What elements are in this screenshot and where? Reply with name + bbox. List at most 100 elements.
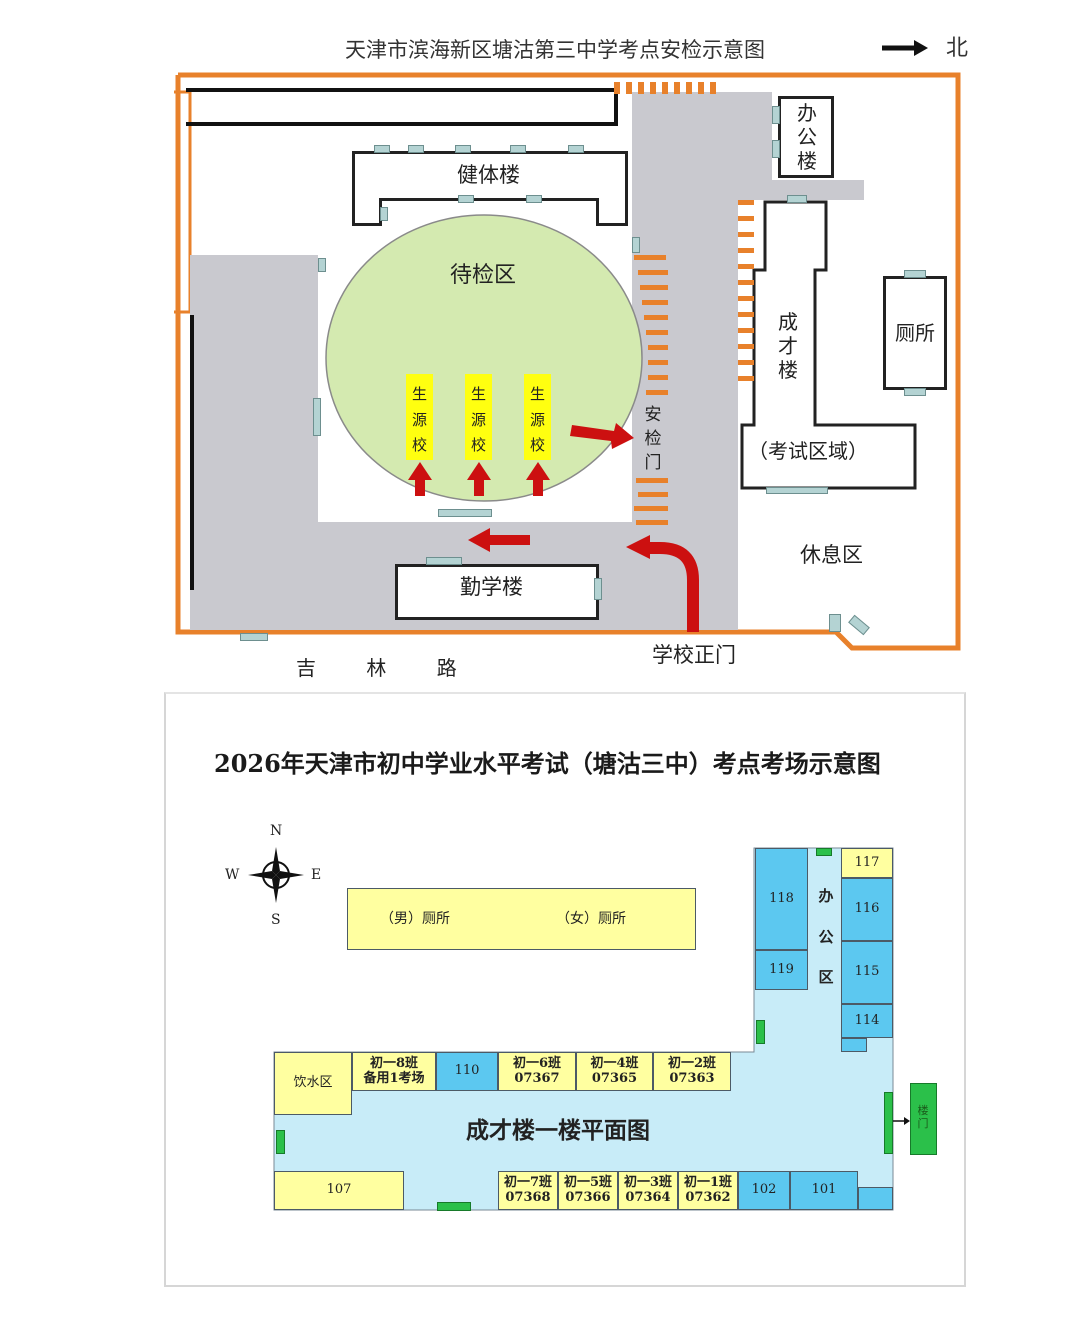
entrance-arrow-icon	[893, 1117, 910, 1125]
toilet-window-1	[904, 270, 926, 278]
court-window-2	[313, 398, 321, 436]
compass-s: S	[271, 912, 281, 928]
source-school-marker-2	[465, 374, 492, 460]
source-school-label-2: 生源校	[470, 385, 486, 454]
compass-n: N	[270, 823, 283, 839]
road-label: 吉 林 路	[296, 656, 479, 680]
office-window-1	[772, 106, 780, 124]
gym-window-7	[458, 195, 474, 203]
site-map: 天津市滨海新区塘沽第三中学考点安检示意图 北 健体楼	[174, 36, 969, 680]
office-door	[816, 848, 832, 856]
chengcai-building	[740, 200, 917, 490]
flow-arrows	[408, 423, 699, 632]
track-line-1	[186, 88, 618, 92]
chengcai-window-1	[787, 195, 807, 203]
gym-window-1	[374, 145, 390, 153]
road-office	[738, 180, 864, 200]
room-101[interactable]: 101	[790, 1171, 858, 1210]
track-line-2	[186, 122, 618, 126]
wall-window-1	[240, 633, 268, 641]
room-107[interactable]: 107	[274, 1171, 404, 1210]
room-115[interactable]: 115	[841, 941, 893, 1004]
compass-icon	[248, 847, 304, 903]
security-gate-label: 安检门	[644, 405, 662, 473]
gym-label: 健体楼	[457, 163, 520, 187]
gym-window-8	[526, 195, 542, 203]
top-gate-stripes	[614, 82, 716, 94]
entrance-label: 楼门	[917, 1104, 929, 1131]
room-114-annex	[841, 1038, 867, 1052]
main-gate-label: 学校正门	[652, 643, 736, 667]
toilet-male-label: （男）厕所	[380, 911, 450, 927]
waiting-area-label: 待检区	[450, 263, 517, 288]
source-school-label-1: 生源校	[411, 385, 427, 454]
room-119[interactable]: 119	[755, 950, 808, 990]
gym-window-3	[455, 145, 471, 153]
site-map-title: 天津市滨海新区塘沽第三中学考点安检示意图	[345, 38, 765, 62]
gate-post-1	[829, 614, 841, 632]
rest-area-label: 休息区	[800, 543, 863, 567]
exam-area-label: （考试区域）	[748, 439, 868, 463]
office-area-label: 办公区	[818, 887, 834, 986]
gym-wing-right	[596, 198, 628, 226]
building-entrance[interactable]	[910, 1083, 937, 1155]
court-window-3	[318, 258, 326, 272]
water-area: 饮水区	[274, 1052, 352, 1115]
west-door	[276, 1130, 285, 1154]
gym-window-9	[632, 237, 640, 253]
room-102[interactable]: 102	[738, 1171, 790, 1210]
road-top-branch	[632, 92, 772, 184]
source-school-marker-3	[524, 374, 551, 460]
source-school-label-3: 生源校	[529, 385, 545, 454]
toilet-female-label: （女）厕所	[556, 911, 626, 927]
east-door	[884, 1092, 893, 1154]
north-label: 北	[946, 36, 969, 61]
compass-w: W	[225, 867, 240, 883]
south-door	[437, 1202, 471, 1211]
gym-window-6	[380, 207, 388, 221]
gym-building	[352, 151, 628, 201]
gym-window-2	[408, 145, 424, 153]
side-door-1	[756, 1020, 765, 1044]
court-window-1	[438, 509, 492, 517]
source-school-marker-1	[406, 374, 433, 460]
room-117[interactable]: 117	[841, 848, 893, 878]
track-line-end	[614, 88, 618, 126]
qinxue-window-2	[594, 578, 602, 600]
office-window-2	[772, 140, 780, 158]
waiting-area-circle	[325, 214, 643, 502]
left-wall-line	[190, 315, 194, 590]
toilet-building	[883, 276, 947, 390]
north-arrow-icon	[882, 40, 928, 56]
room-c8[interactable]: 初一8班备用1考场	[352, 1052, 436, 1091]
qinxue-window-1	[426, 557, 462, 565]
office-building-label: 办公楼	[797, 101, 817, 173]
gym-window-5	[568, 145, 584, 153]
qinxue-building	[395, 564, 599, 620]
toilet-window-2	[904, 388, 926, 396]
room-118[interactable]: 118	[755, 848, 808, 950]
room-110[interactable]: 110	[436, 1052, 498, 1091]
floor-plan	[164, 692, 966, 1287]
floor-plan-title: 2026年天津市初中学业水平考试（塘沽三中）考点考场示意图	[214, 749, 881, 778]
compass-e: E	[311, 867, 322, 883]
toilet-label: 厕所	[895, 321, 935, 345]
chengcai-window-2	[766, 487, 828, 494]
security-gate-stripes	[634, 255, 668, 525]
room-116[interactable]: 116	[841, 878, 893, 941]
room-114[interactable]: 114	[841, 1004, 893, 1038]
gym-window-4	[510, 145, 526, 153]
room-101-annex	[858, 1187, 893, 1210]
office-building	[778, 96, 834, 178]
toilet-block	[347, 888, 696, 950]
campus-wall	[174, 72, 961, 651]
chengcai-label: 成才楼	[778, 310, 798, 382]
